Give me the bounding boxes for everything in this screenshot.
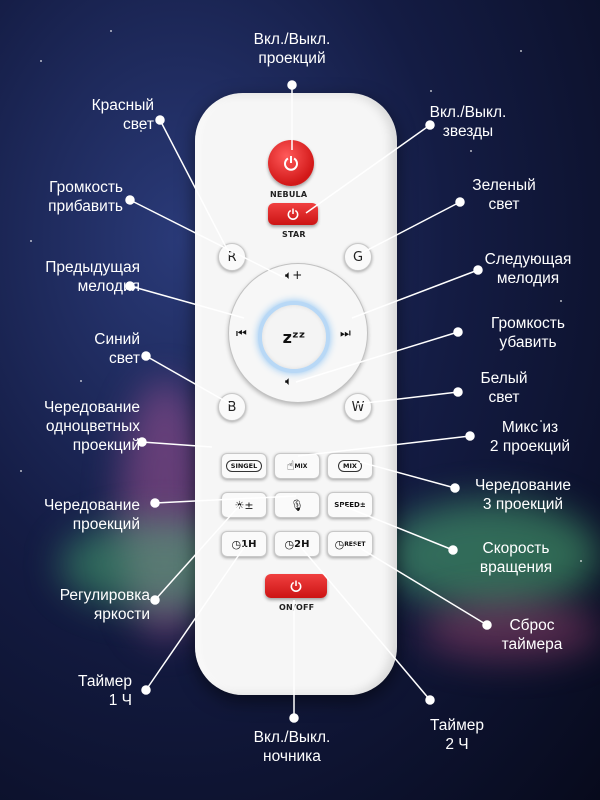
power-icon xyxy=(290,580,302,592)
label-timer-reset: Сброс таймера xyxy=(501,617,563,653)
blue-light-button[interactable]: B xyxy=(218,393,246,421)
volume-down-button[interactable]: 🔈︎ xyxy=(285,374,292,389)
label-timer-1h: Таймер 1 Ч xyxy=(78,673,132,709)
label-green-light: Зеленый свет xyxy=(472,177,536,213)
aurora-glow-right xyxy=(380,500,600,610)
timer-1h-button[interactable]: ◷1H xyxy=(221,531,267,557)
label-volume-down: Громкость убавить xyxy=(491,315,565,351)
label-night-light: Вкл./Выкл. ночника xyxy=(253,729,331,765)
mix-two-button[interactable]: ☝︎MIX xyxy=(274,453,320,479)
label-rotation-speed: Скорость вращения xyxy=(479,540,553,576)
next-track-button[interactable]: ⏭ xyxy=(340,326,351,341)
aurora-glow-pink xyxy=(420,600,600,660)
night-light-power-button[interactable] xyxy=(265,574,327,598)
power-icon xyxy=(287,208,299,220)
star-power-button[interactable] xyxy=(268,203,318,225)
prev-track-button[interactable]: ⏮ xyxy=(236,326,247,341)
label-mix-two: Микс из 2 проекций xyxy=(489,419,571,455)
label-red-light: Красный свет xyxy=(91,97,154,133)
label-single-cycle: Чередование одноцветных проекций xyxy=(43,399,140,454)
timer-reset-button[interactable]: ◷RESET xyxy=(327,531,373,557)
previous-icon: ⏮ xyxy=(236,326,247,340)
clock-icon: ◷ xyxy=(334,537,345,551)
label-stars-toggle: Вкл./Выкл. звезды xyxy=(429,104,507,140)
sleep-icon: zᶻᶻ xyxy=(282,327,306,347)
label-brightness: Регулировка яркости xyxy=(59,587,150,623)
next-icon: ⏭ xyxy=(340,326,351,340)
label-volume-up: Громкость прибавить xyxy=(48,179,123,215)
label-next-track: Следующая мелодия xyxy=(484,251,572,287)
nebula-power-button[interactable] xyxy=(268,140,314,186)
label-alternate-projections: Чередование проекций xyxy=(43,497,140,533)
timer-2h-button[interactable]: ◷2H xyxy=(274,531,320,557)
sleep-center-button[interactable]: zᶻᶻ xyxy=(258,301,330,373)
speed-button[interactable]: SPEED± xyxy=(327,492,373,518)
volume-down-icon: 🔈︎ xyxy=(285,374,293,388)
mic-icon: 🎙︎ xyxy=(290,498,304,512)
mix-three-button[interactable]: MIX xyxy=(327,453,373,479)
label-blue-light: Синий свет xyxy=(94,331,140,367)
red-light-button[interactable]: R xyxy=(218,243,246,271)
projection-cycle-button[interactable]: 🎙︎ xyxy=(274,492,320,518)
label-prev-track: Предыдущая мелодия xyxy=(45,259,140,295)
on-off-label: ON/OFF xyxy=(279,603,315,612)
volume-up-button[interactable]: 🔈︎+ xyxy=(285,268,302,283)
star-label: STAR xyxy=(282,230,306,239)
power-icon xyxy=(284,156,298,171)
label-white-light: Белый свет xyxy=(480,370,528,406)
label-alternate-three: Чередование 3 проекций xyxy=(474,477,572,513)
volume-up-icon: 🔈︎+ xyxy=(285,268,303,282)
label-power-projection: Вкл./Выкл. проекций xyxy=(253,31,331,67)
nebula-label: NEBULA xyxy=(270,190,308,199)
clock-icon: ◷ xyxy=(231,537,242,551)
hand-icon: ☝︎ xyxy=(286,458,295,474)
clock-icon: ◷ xyxy=(284,537,295,551)
label-timer-2h: Таймер 2 Ч xyxy=(430,717,484,753)
brightness-button[interactable]: ☀± xyxy=(221,492,267,518)
green-light-button[interactable]: G xyxy=(344,243,372,271)
sun-icon: ☀± xyxy=(234,498,254,512)
singel-button[interactable]: SINGEL xyxy=(221,453,267,479)
